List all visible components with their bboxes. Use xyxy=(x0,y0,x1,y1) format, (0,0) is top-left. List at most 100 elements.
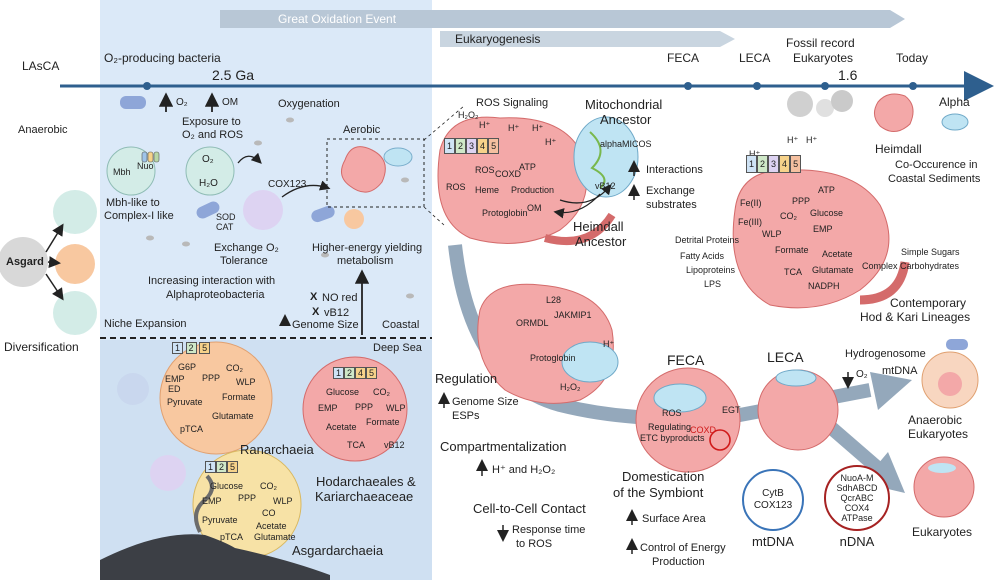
response-1: Response time xyxy=(512,524,586,536)
orange-small-cell xyxy=(344,209,364,229)
fossil-cell-1 xyxy=(787,91,813,117)
aerobic-pink-cell xyxy=(340,146,386,193)
heim-formate: Formate xyxy=(775,245,809,255)
feca-cell xyxy=(635,367,741,473)
input-lps: LPS xyxy=(704,279,722,289)
domestication-2: of the Symbiont xyxy=(613,485,704,500)
cox123-label: COX123 xyxy=(268,179,307,190)
ran-formate: Formate xyxy=(222,392,256,402)
heim-ppp: PPP xyxy=(792,196,811,206)
eukaryogenesis-band xyxy=(440,31,735,47)
ha-hplus-3: H⁺ xyxy=(532,123,544,133)
esps-label: ESPs xyxy=(452,410,480,422)
timeline-dot-today xyxy=(909,82,917,90)
mito-ancestor-title-1: Mitochondrial xyxy=(585,97,663,112)
ha-om: OM xyxy=(527,203,542,213)
exchange-2: Tolerance xyxy=(220,255,268,267)
mbh-label: Mbh xyxy=(113,167,131,177)
timeline-dot-feca xyxy=(684,82,692,90)
lavender-ghost-cell xyxy=(150,455,186,491)
orange-cell-mid xyxy=(55,244,95,284)
heim-hplus-1: H⁺ xyxy=(749,149,761,159)
leca-mtdna-label: mtDNA xyxy=(882,365,918,377)
bacterium-pill-2 xyxy=(196,201,220,219)
genome-size-mid: Genome Size xyxy=(452,396,519,408)
ran-co2: CO₂ xyxy=(226,363,243,373)
anaerobic-label: Anaerobic xyxy=(18,124,68,136)
heim-atp: ATP xyxy=(818,185,835,195)
lavender-cell xyxy=(243,190,283,230)
ha-ros-1: ROS xyxy=(446,182,466,192)
timeline-dot-fossil xyxy=(821,82,829,90)
interactions-label: Interactions xyxy=(646,164,703,176)
heimdall-small-cell xyxy=(874,93,914,132)
higher-energy-1: Higher-energy yielding xyxy=(312,242,423,254)
hod-tca: TCA xyxy=(347,440,365,450)
anaerobic-euk-2: Eukaryotes xyxy=(908,427,969,441)
alpha-small xyxy=(941,113,969,131)
alpha-label: Alpha xyxy=(939,95,970,109)
feca-hplus: H⁺ xyxy=(603,339,615,349)
mtdna-circle xyxy=(742,469,804,531)
ran-ptca: pTCA xyxy=(180,424,204,434)
eukaryogenesis-label: Eukaryogenesis xyxy=(455,32,541,46)
leca-mito xyxy=(775,369,817,387)
input-fatty: Fatty Acids xyxy=(680,251,725,261)
contemporary-2: Hod & Kari Lineages xyxy=(860,310,971,324)
hodarchaeales-cell xyxy=(302,356,408,462)
input-sugars: Simple Sugars xyxy=(901,247,960,257)
ran-g6p: G6P xyxy=(178,362,197,372)
ran-wlp: WLP xyxy=(236,377,256,387)
feca-vesicle xyxy=(709,429,731,451)
regulation-label: Regulation xyxy=(435,371,498,386)
mito-ancestor-title-2: Ancestor xyxy=(600,112,652,127)
hod-acetate: Acetate xyxy=(326,422,357,432)
heimdall-ancestor-title-1: Heimdall xyxy=(573,219,624,234)
mt-gene-cytb: CytB xyxy=(762,488,784,499)
co-occurrence-1: Co-Occurence in xyxy=(895,159,978,171)
cat-label: CAT xyxy=(216,222,234,232)
hod-formate: Formate xyxy=(366,417,400,427)
increasing-2: Alphaproteobacteria xyxy=(166,289,265,301)
o2-inner-label: O₂ xyxy=(202,154,214,165)
n-gene-sdhabcd: SdhABCD xyxy=(836,483,878,493)
ha-hplus-2: H⁺ xyxy=(508,123,520,133)
leca-o2-label: O₂ xyxy=(856,369,868,380)
no-red-x: X xyxy=(310,291,318,303)
input-detrital: Detrital Proteins xyxy=(675,235,740,245)
vb12-label: vB12 xyxy=(324,307,350,319)
contemporary-1: Contemporary xyxy=(890,296,967,310)
teal-cell-bottom xyxy=(53,291,97,335)
heim-fe3: Fe(III) xyxy=(738,217,762,227)
lasca-label: LAsCA xyxy=(22,59,60,73)
heim-fe2: Fe(II) xyxy=(740,198,762,208)
ran-pyruvate: Pyruvate xyxy=(167,397,203,407)
asgard-cell xyxy=(0,237,48,287)
feca-mito xyxy=(561,341,619,383)
ha-production: Production xyxy=(511,185,555,195)
heimdall-title: Heimdall xyxy=(875,142,922,156)
timeline-dot-leca xyxy=(753,82,761,90)
control-2: Production xyxy=(652,556,705,568)
hod-co2: CO₂ xyxy=(373,387,390,397)
heim-glutamate: Glutamate xyxy=(812,265,854,275)
mbh-caption-2: Complex-I like xyxy=(104,210,174,222)
exchange-substrates-2: substrates xyxy=(646,199,697,211)
surface-area-label: Surface Area xyxy=(642,513,706,525)
mito-vb12-label: vB12 xyxy=(595,181,616,191)
ha-protoglobin: Protoglobin xyxy=(482,208,528,218)
ha-heme: Heme xyxy=(475,185,500,195)
exposure-1: Exposure to xyxy=(182,116,241,128)
fossil-cell-2 xyxy=(816,99,834,117)
asgardarchaeia-title: Asgardarchaeia xyxy=(292,543,384,558)
ndna-label: nDNA xyxy=(839,534,875,549)
feca-timeline-label: FECA xyxy=(667,51,700,65)
asg-co: CO xyxy=(262,508,276,518)
mito-ancestor xyxy=(573,116,639,198)
asg-glucose: Glucose xyxy=(210,481,244,491)
ran-ed: ED xyxy=(168,384,181,394)
heim-hplus-3: H⁺ xyxy=(806,135,818,145)
